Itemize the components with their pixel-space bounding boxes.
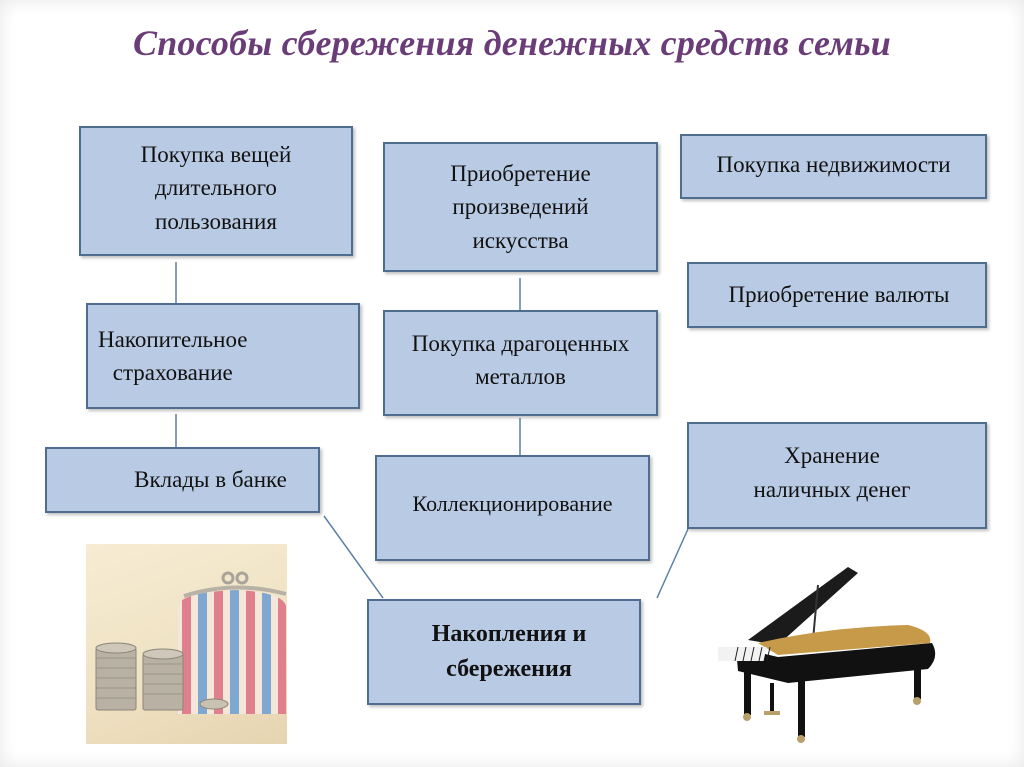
coins-and-purse-illustration <box>95 571 287 714</box>
box-collecting: Коллекционирование <box>375 455 650 561</box>
grand-piano-photo <box>707 565 948 750</box>
grand-piano-illustration <box>707 567 936 743</box>
slide-title: Способы сбережения денежных средств семь… <box>133 23 891 63</box>
box-savings-insurance: Накопительное страхование <box>86 303 360 409</box>
box-savings-accumulation: Накопления и сбережения <box>367 599 641 705</box>
box-currency: Приобретение валюты <box>687 262 987 328</box>
box-art-purchase: Приобретение произведений искусства <box>383 142 658 272</box>
box-bank-deposits: Вклады в банке <box>45 447 320 513</box>
connector-deposits-main <box>323 515 384 599</box>
box-precious-metals: Покупка драгоценных металлов <box>383 310 658 416</box>
box-durable-goods: Покупка вещей длительного пользования <box>79 126 353 256</box>
box-real-estate: Покупка недвижимости <box>680 134 987 199</box>
connector-cash-main <box>656 528 689 599</box>
coins-and-purse-photo <box>86 544 287 744</box>
box-cash-storage: Хранение наличных денег <box>687 422 987 529</box>
